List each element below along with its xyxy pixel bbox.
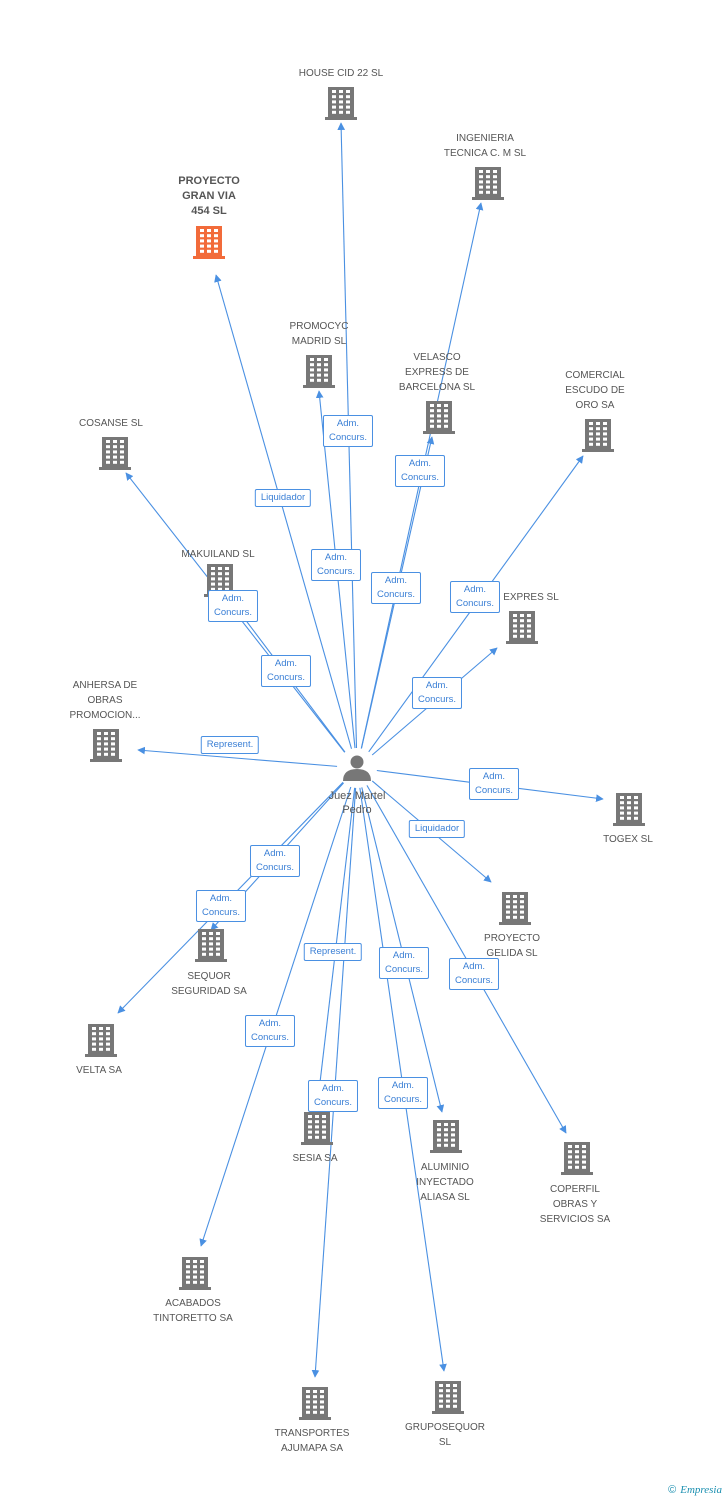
company-label-promocyc[interactable]: PROMOCYC MADRID SL	[289, 321, 349, 347]
building-icon-acabados[interactable]	[179, 1257, 211, 1290]
building-icon-sequor[interactable]	[195, 929, 227, 962]
edge-label-anhersa[interactable]: Represent.	[200, 736, 260, 754]
company-label-expres[interactable]: EXPRES SL	[503, 592, 559, 603]
building-icon-aluminio[interactable]	[430, 1120, 462, 1153]
company-label-ingenieria[interactable]: INGENIERIA TECNICA C. M SL	[443, 133, 527, 159]
edge-label-comercial-escudo[interactable]: Adm. Concurs.	[449, 581, 501, 613]
edge-label-sesia[interactable]: Represent.	[303, 943, 363, 961]
building-icon-expres[interactable]	[506, 611, 538, 644]
company-label-gruposequor[interactable]: GRUPOSEQUOR SL	[404, 1422, 485, 1448]
company-label-coperfil[interactable]: COPERFIL OBRAS Y SERVICIOS SA	[539, 1184, 611, 1225]
building-icon-sesia[interactable]	[301, 1112, 333, 1145]
edge-label-gruposequor[interactable]: Adm. Concurs.	[377, 1077, 429, 1109]
edge-label-house-cid[interactable]: Adm. Concurs.	[322, 415, 374, 447]
company-label-proyecto-gelida[interactable]: PROYECTO GELIDA SL	[484, 933, 540, 959]
company-label-togex[interactable]: TOGEX SL	[603, 834, 653, 845]
building-icon-togex[interactable]	[613, 793, 645, 826]
edge-label-proyecto-gelida[interactable]: Liquidador	[408, 820, 466, 838]
building-icon-proyecto-gelida[interactable]	[499, 892, 531, 925]
building-icon-cosanse[interactable]	[99, 437, 131, 470]
edge-label-acabados[interactable]: Adm. Concurs.	[244, 1015, 296, 1047]
building-icon-coperfil[interactable]	[561, 1142, 593, 1175]
building-icon-house-cid[interactable]	[325, 87, 357, 120]
building-icon-anhersa[interactable]	[90, 729, 122, 762]
company-label-velta[interactable]: VELTA SA	[76, 1065, 122, 1076]
company-label-cosanse[interactable]: COSANSE SL	[79, 418, 143, 429]
edge-label-aluminio[interactable]: Adm. Concurs.	[378, 947, 430, 979]
edge-label-togex[interactable]: Adm. Concurs.	[468, 768, 520, 800]
edge-label-proyecto-gran-via[interactable]: Liquidador	[254, 489, 312, 507]
building-icon-proyecto-gran-via[interactable]	[193, 226, 225, 259]
edge-label-sequor[interactable]: Adm. Concurs.	[249, 845, 301, 877]
company-label-house-cid[interactable]: HOUSE CID 22 SL	[298, 68, 384, 79]
company-label-transportes[interactable]: TRANSPORTES AJUMAPA SA	[274, 1428, 350, 1454]
edge-label-velasco[interactable]: Adm. Concurs.	[370, 572, 422, 604]
nodes-layer	[85, 87, 645, 1420]
building-icon-velta[interactable]	[85, 1024, 117, 1057]
company-label-comercial-escudo[interactable]: COMERCIAL ESCUDO DE ORO SA	[565, 370, 625, 411]
edge-label-cosanse[interactable]: Adm. Concurs.	[207, 590, 259, 622]
edge-anhersa	[137, 746, 338, 767]
company-label-makuiland[interactable]: MAKUILAND SL	[181, 549, 255, 560]
building-icon-transportes[interactable]	[299, 1387, 331, 1420]
edge-label-transportes[interactable]: Adm. Concurs.	[307, 1080, 359, 1112]
edge-proyecto-gran-via	[214, 274, 353, 749]
edge-label-ingenieria[interactable]: Adm. Concurs.	[394, 455, 446, 487]
edge-label-expres[interactable]: Adm. Concurs.	[411, 677, 463, 709]
person-icon[interactable]	[343, 755, 371, 782]
building-icon-ingenieria[interactable]	[472, 167, 504, 200]
edge-label-coperfil[interactable]: Adm. Concurs.	[448, 958, 500, 990]
company-label-acabados[interactable]: ACABADOS TINTORETTO SA	[153, 1298, 233, 1324]
company-label-sequor[interactable]: SEQUOR SEGURIDAD SA	[171, 971, 247, 997]
building-icon-comercial-escudo[interactable]	[582, 419, 614, 452]
brand-name: Empresia	[680, 1484, 722, 1496]
company-label-anhersa[interactable]: ANHERSA DE OBRAS PROMOCION...	[69, 680, 141, 721]
edge-label-promocyc[interactable]: Adm. Concurs.	[310, 549, 362, 581]
copyright-symbol: ©	[668, 1484, 677, 1496]
edge-label-makuiland[interactable]: Adm. Concurs.	[260, 655, 312, 687]
footer-brand[interactable]: ©Empresia	[668, 1484, 722, 1496]
building-icon-velasco[interactable]	[423, 401, 455, 434]
company-label-velasco[interactable]: VELASCO EXPRESS DE BARCELONA SL	[398, 352, 476, 393]
edge-label-velta[interactable]: Adm. Concurs.	[195, 890, 247, 922]
building-icon-promocyc[interactable]	[303, 355, 335, 388]
company-label-proyecto-gran-via[interactable]: PROYECTO GRAN VIA 454 SL	[178, 175, 240, 217]
company-label-aluminio[interactable]: ALUMINIO INYECTADO ALIASA SL	[416, 1162, 474, 1203]
company-label-sesia[interactable]: SESIA SA	[292, 1153, 338, 1164]
building-icon-gruposequor[interactable]	[432, 1381, 464, 1414]
person-name[interactable]: Juez Martel Pedro	[328, 790, 386, 816]
